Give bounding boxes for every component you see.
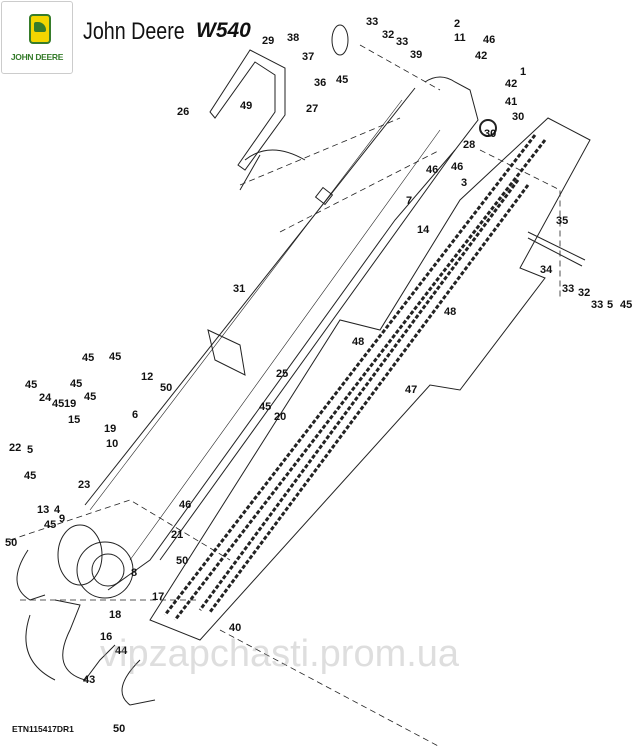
callout: 3: [461, 177, 468, 189]
callout: 42: [505, 78, 518, 90]
pulley: [331, 24, 349, 56]
callout: 50: [176, 555, 189, 567]
callout: 5: [27, 444, 34, 456]
callout: 19: [64, 398, 77, 410]
callout: 12: [141, 371, 154, 383]
callout: 6: [132, 409, 139, 421]
page-title: John Deere: [83, 18, 185, 45]
callout: 21: [171, 529, 184, 541]
callout: 8: [131, 567, 138, 579]
spring-clip: [121, 659, 156, 706]
callout: 45: [259, 401, 272, 413]
callout: 46: [483, 34, 496, 46]
callout: 45: [620, 299, 633, 311]
callout: 32: [578, 287, 591, 299]
callout: 1: [520, 66, 527, 78]
callout: 33: [562, 283, 575, 295]
callout: 48: [444, 306, 457, 318]
callout: 40: [229, 622, 242, 634]
callout: 49: [240, 100, 253, 112]
callout: 32: [382, 29, 395, 41]
callout: 4: [54, 504, 61, 516]
callout: 30: [484, 128, 497, 140]
shaft: [527, 231, 586, 267]
callout: 30: [512, 111, 525, 123]
callout: 34: [540, 264, 553, 276]
callout: 16: [100, 631, 113, 643]
callout: 45: [82, 352, 95, 364]
callout: 22: [9, 442, 22, 454]
callout: 7: [406, 195, 413, 207]
callout: 33: [396, 36, 409, 48]
callout: 41: [505, 96, 518, 108]
callout: 45: [84, 391, 97, 403]
shield: [25, 599, 116, 681]
callout: 31: [233, 283, 246, 295]
callout: 35: [556, 215, 569, 227]
callout: 42: [475, 50, 488, 62]
callout: 50: [113, 723, 126, 735]
callout: 24: [39, 392, 52, 404]
callout: 26: [177, 106, 190, 118]
callout: 38: [287, 32, 300, 44]
callout: 45: [24, 470, 37, 482]
foot-pulley: [57, 524, 134, 599]
callout: 20: [274, 411, 287, 423]
callout: 15: [68, 414, 81, 426]
diagram-code: ETN115417DR1: [12, 724, 74, 734]
callout: 2: [454, 18, 461, 30]
callout: 47: [405, 384, 418, 396]
logo-text: JOHN DEERE: [10, 52, 64, 62]
assembly-leaders: [9, 44, 561, 747]
callout: 5: [607, 299, 614, 311]
callout: 45: [44, 519, 57, 531]
callout: 46: [179, 499, 192, 511]
cover: [239, 149, 306, 191]
model-name: W540: [196, 19, 251, 42]
watermark: vipzapchasti.prom.ua: [100, 633, 460, 675]
deer-icon: [29, 14, 51, 44]
callout: 17: [152, 591, 165, 603]
callout: 14: [417, 224, 430, 236]
callout: 46: [451, 161, 464, 173]
elevator-beam: [84, 76, 479, 591]
conveyor-chain: [163, 134, 547, 621]
callout: 13: [37, 504, 50, 516]
callout: 36: [314, 77, 327, 89]
callout: 11: [454, 32, 466, 44]
callout: 10: [106, 438, 119, 450]
callout: 9: [59, 513, 66, 525]
callout: 37: [302, 51, 315, 63]
callout: 44: [115, 645, 128, 657]
callout: 50: [160, 382, 173, 394]
callout: 39: [410, 49, 423, 61]
callout: 50: [5, 537, 18, 549]
spring-clip: [16, 549, 46, 601]
callout: 45: [336, 74, 349, 86]
chain-guard-outline: [149, 117, 591, 641]
callout: 23: [78, 479, 91, 491]
callout: 18: [109, 609, 122, 621]
callout: 29: [262, 35, 275, 47]
callout: 43: [83, 674, 96, 686]
callout: 27: [306, 103, 319, 115]
callout: 45: [70, 378, 83, 390]
callout: 46: [426, 164, 439, 176]
callout: 19: [104, 423, 117, 435]
callout: 45: [52, 398, 65, 410]
sprocket: [479, 119, 497, 137]
callout: 28: [463, 139, 476, 151]
callout: 33: [591, 299, 604, 311]
callout: 45: [109, 351, 122, 363]
callout: 25: [276, 368, 289, 380]
john-deere-logo: JOHN DEERE: [1, 1, 73, 74]
callout: 33: [366, 16, 379, 28]
callout: 48: [352, 336, 365, 348]
bracket: [209, 49, 286, 171]
callout: 45: [25, 379, 38, 391]
